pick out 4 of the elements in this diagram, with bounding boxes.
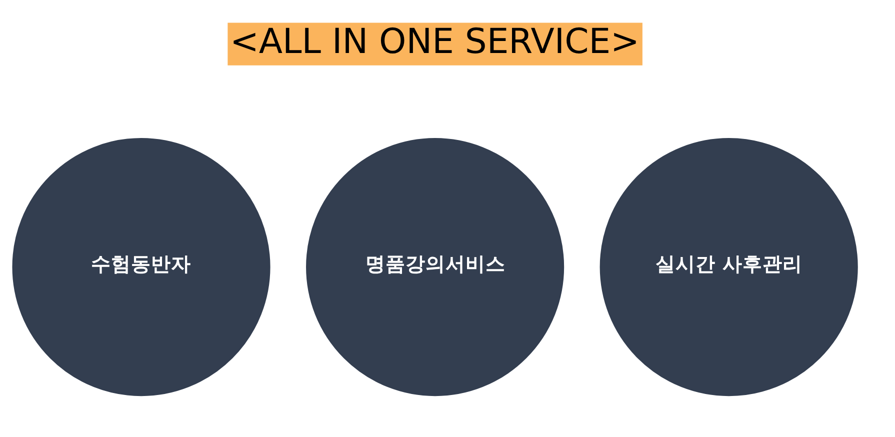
diagram-title: <ALL IN ONE SERVICE> — [230, 21, 640, 62]
node-circle: 명품강의서비스 — [306, 138, 564, 396]
node-circle: 실시간 사후관리 — [600, 138, 858, 396]
node-circle: 수험동반자 — [12, 138, 270, 396]
